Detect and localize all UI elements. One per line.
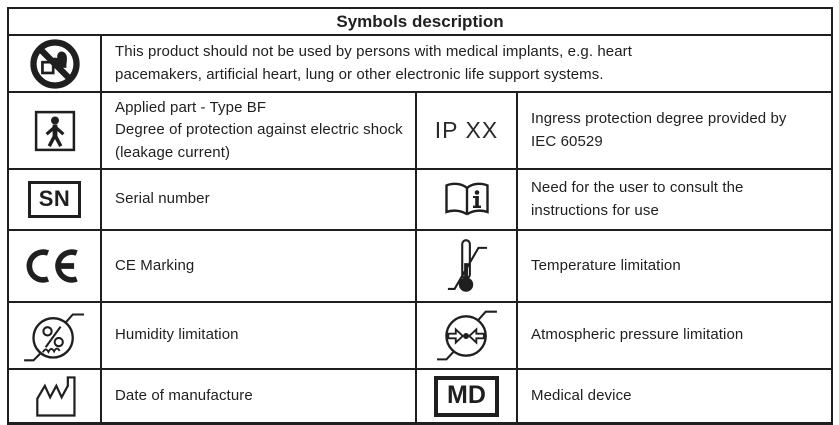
atmospheric-pressure-limitation-icon xyxy=(436,310,497,360)
serial-number-icon: SN xyxy=(27,181,82,218)
description-cell: Humidity limitation xyxy=(102,303,417,370)
symbol-cell: IP XX xyxy=(417,93,518,170)
symbol-cell: SN xyxy=(9,170,102,231)
ip-xx-symbol: IP XX xyxy=(434,117,499,143)
description-cell: Applied part - Type BF Degree of protect… xyxy=(102,93,417,170)
symbol-cell: MD xyxy=(417,370,518,422)
consult-instructions-icon xyxy=(444,182,489,215)
symbol-cell xyxy=(417,170,518,231)
date-of-manufacture-icon xyxy=(35,376,76,417)
symbol-cell xyxy=(9,370,102,422)
type-bf-icon xyxy=(34,110,75,151)
description-cell: Temperature limitation xyxy=(518,231,831,303)
no-pacemaker-icon xyxy=(29,38,80,89)
symbol-cell xyxy=(417,303,518,370)
description-cell: Date of manufacture xyxy=(102,370,417,422)
symbols-table: Symbols description This product should … xyxy=(7,7,833,425)
symbol-cell xyxy=(9,231,102,303)
description-cell: This product should not be used by perso… xyxy=(102,36,831,93)
humidity-limitation-icon xyxy=(23,312,84,361)
symbol-cell xyxy=(417,231,518,303)
table-title: Symbols description xyxy=(9,9,831,36)
medical-device-icon: MD xyxy=(434,375,499,417)
symbol-cell xyxy=(9,36,102,93)
description-cell: Need for the user to consult the instruc… xyxy=(518,170,831,231)
description-cell: Ingress protection degree provided by IE… xyxy=(518,93,831,170)
temperature-limitation-icon xyxy=(447,239,487,292)
description-cell: Medical device xyxy=(531,386,632,404)
description-cell: Serial number xyxy=(102,170,417,231)
symbol-cell xyxy=(9,303,102,370)
ce-marking-icon xyxy=(26,249,78,283)
description-cell: CE Marking xyxy=(102,231,417,303)
symbol-cell xyxy=(9,93,102,170)
description-cell: Atmospheric pressure limitation xyxy=(518,303,831,370)
